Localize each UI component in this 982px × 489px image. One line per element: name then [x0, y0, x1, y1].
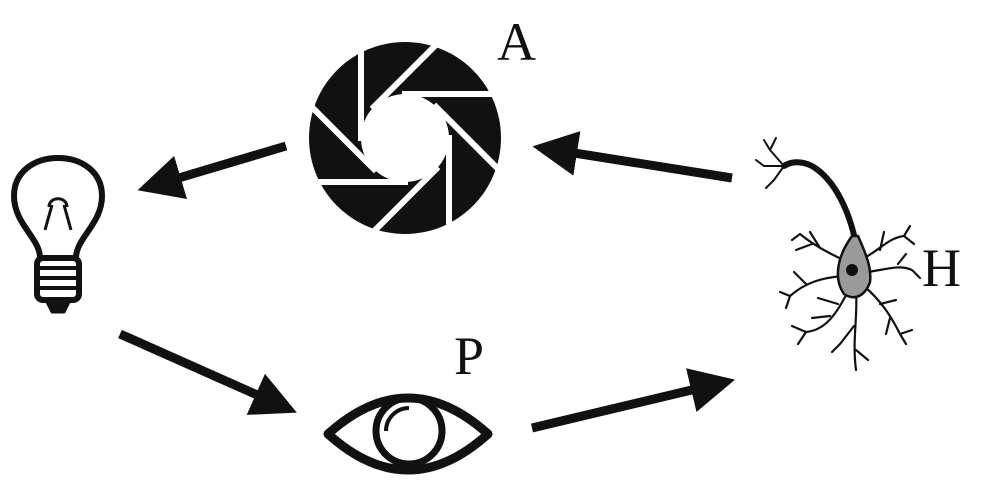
human-label: H — [922, 238, 961, 298]
eye-icon — [328, 398, 488, 470]
arrow-neuron-to-aperture — [568, 152, 732, 178]
camera-aperture-icon — [309, 42, 501, 234]
arrow-eye-to-neuron — [532, 388, 700, 428]
perception-label: P — [454, 326, 484, 386]
aperture-label: A — [497, 12, 536, 72]
neuron-icon — [756, 138, 920, 370]
light-bulb-icon — [14, 158, 102, 312]
arrow-bulb-to-eye — [120, 334, 264, 398]
arrow-aperture-to-bulb — [172, 146, 286, 180]
